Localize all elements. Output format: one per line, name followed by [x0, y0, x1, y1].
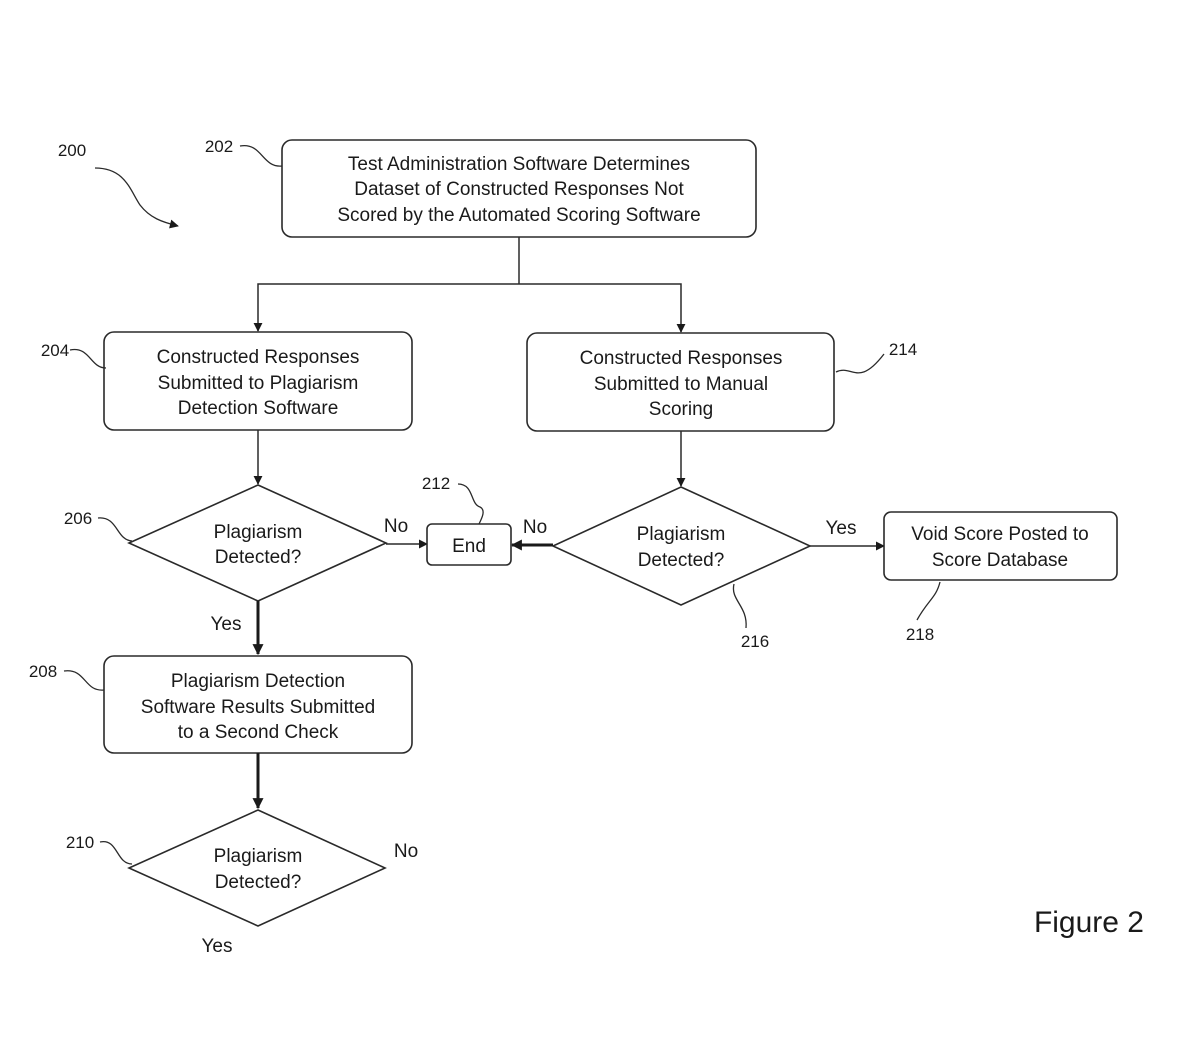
node-210-line-2: Detected? — [215, 872, 302, 893]
node-204-line-2: Submitted to Plagiarism — [158, 373, 359, 394]
node-214-line-3: Scoring — [649, 399, 713, 420]
node-210-diamond: Plagiarism Detected? — [127, 809, 387, 927]
node-208-box: Plagiarism Detection Software Results Su… — [103, 655, 413, 754]
node-216-line-2: Detected? — [638, 550, 725, 571]
edge-202-to-214 — [519, 283, 686, 333]
node-202-line-1: Test Administration Software Determines — [348, 154, 690, 175]
node-206-line-1: Plagiarism — [214, 522, 303, 543]
node-218-line-2: Score Database — [932, 550, 1068, 571]
ref-214-leader — [835, 353, 885, 374]
node-212-end: End — [426, 523, 512, 566]
label-210-no: No — [394, 841, 418, 862]
node-202-box: Test Administration Software Determines … — [281, 139, 757, 238]
node-218-box: Void Score Posted to Score Database — [883, 511, 1118, 581]
node-218-line-1: Void Score Posted to — [911, 524, 1088, 545]
ref-216-leader — [732, 583, 747, 629]
ref-206-leader — [97, 517, 133, 542]
label-206-yes: Yes — [211, 614, 242, 635]
node-206-diamond: Plagiarism Detected? — [127, 484, 388, 602]
node-208-line-1: Plagiarism Detection — [171, 671, 345, 692]
node-202-line-2: Dataset of Constructed Responses Not — [354, 179, 684, 200]
ref-206: 206 — [64, 509, 92, 528]
ref-202: 202 — [205, 137, 233, 156]
ref-218: 218 — [906, 625, 934, 644]
node-204-line-1: Constructed Responses — [157, 347, 360, 368]
ref-208-leader — [63, 670, 105, 691]
node-214-box: Constructed Responses Submitted to Manua… — [526, 332, 835, 432]
ref-210: 210 — [66, 833, 94, 852]
label-210-yes: Yes — [202, 936, 233, 957]
ref-204: 204 — [41, 341, 69, 360]
ref-214: 214 — [889, 340, 917, 359]
ref-218-leader — [916, 581, 941, 621]
node-208-line-2: Software Results Submitted — [141, 697, 375, 718]
ref-204-leader — [69, 348, 107, 369]
node-214-line-1: Constructed Responses — [580, 348, 783, 369]
node-204-box: Constructed Responses Submitted to Plagi… — [103, 331, 413, 431]
node-212-label: End — [452, 536, 486, 557]
label-216-yes: Yes — [826, 518, 857, 539]
label-216-no: No — [523, 517, 547, 538]
figure-caption: Figure 2 — [1034, 906, 1144, 939]
node-210-line-1: Plagiarism — [214, 846, 303, 867]
label-206-no: No — [384, 516, 408, 537]
node-206-line-2: Detected? — [215, 547, 302, 568]
ref-200-leader — [94, 167, 179, 229]
node-216-line-1: Plagiarism — [637, 524, 726, 545]
node-202-line-3: Scored by the Automated Scoring Software — [337, 205, 700, 226]
node-214-line-2: Submitted to Manual — [594, 374, 768, 395]
ref-210-leader — [99, 841, 133, 865]
node-204-line-3: Detection Software — [178, 398, 339, 419]
ref-200: 200 — [58, 141, 86, 160]
ref-208: 208 — [29, 662, 57, 681]
ref-202-leader — [239, 145, 283, 167]
node-216-diamond: Plagiarism Detected? — [551, 486, 812, 606]
ref-216: 216 — [741, 632, 769, 651]
edge-202-to-204 — [253, 283, 519, 332]
node-208-line-3: to a Second Check — [178, 722, 339, 743]
ref-212-leader — [457, 483, 484, 525]
ref-212: 212 — [422, 474, 450, 493]
